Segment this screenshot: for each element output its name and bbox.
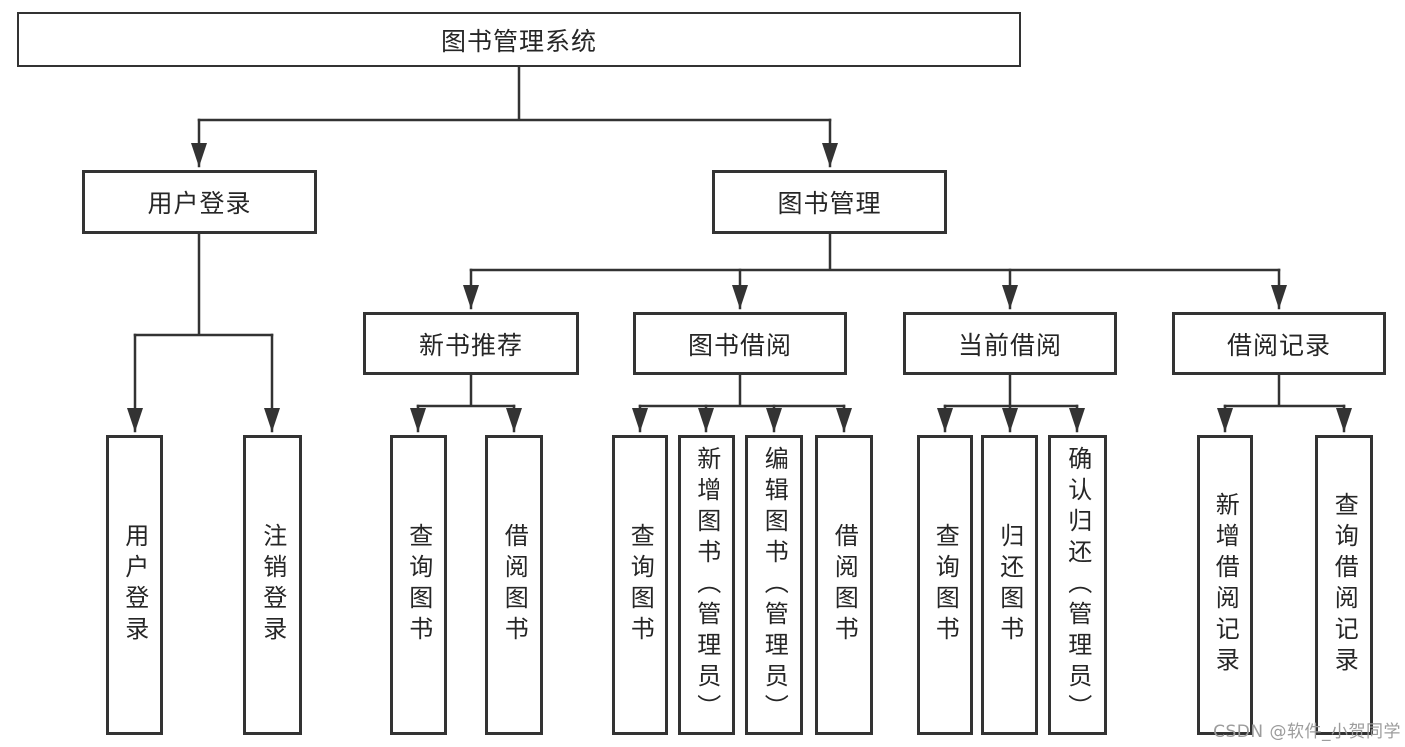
node-leaf-borrow-books-1: 借阅图书	[485, 435, 543, 735]
node-label: 查询图书	[626, 523, 655, 647]
node-leaf-return-books: 归还图书	[981, 435, 1038, 735]
node-leaf-user-login: 用户登录	[106, 435, 163, 735]
node-label: 查询图书	[404, 523, 433, 647]
node-label: 新书推荐	[418, 330, 523, 360]
node-leaf-query-books-3: 查询图书	[917, 435, 973, 735]
node-leaf-confirm-return-admin: 确认归还（管理员）	[1048, 435, 1107, 735]
edge-trunks	[133, 65, 1346, 408]
node-label: 图书管理系统	[440, 26, 597, 56]
node-label: 注销登录	[258, 523, 287, 647]
node-borrowing-records: 借阅记录	[1172, 312, 1386, 375]
node-leaf-query-books-1: 查询图书	[390, 435, 447, 735]
node-label: 编辑图书（管理员）	[760, 445, 789, 725]
node-label: 查询图书	[931, 523, 960, 647]
watermark: CSDN @软件_小贺同学	[1213, 722, 1401, 742]
node-label: 当前借阅	[957, 330, 1062, 360]
node-library-management-system: 图书管理系统	[17, 12, 1021, 67]
edge-arrows-level2	[191, 118, 838, 168]
node-new-book-recommend: 新书推荐	[363, 312, 579, 375]
node-label: 查询借阅记录	[1330, 492, 1359, 678]
node-leaf-add-borrow-record: 新增借阅记录	[1197, 435, 1253, 735]
node-label: 图书借阅	[687, 330, 792, 360]
node-label: 借阅图书	[500, 523, 529, 647]
node-leaf-borrow-books-2: 借阅图书	[815, 435, 873, 735]
node-book-borrowing: 图书借阅	[633, 312, 847, 375]
node-leaf-query-books-2: 查询图书	[612, 435, 668, 735]
node-current-borrowing: 当前借阅	[903, 312, 1117, 375]
node-label: 用户登录	[147, 189, 252, 218]
node-label: 新增借阅记录	[1211, 492, 1240, 678]
node-label: 借阅图书	[830, 523, 859, 647]
edge-arrows-level3	[463, 268, 1287, 310]
node-user-login: 用户登录	[82, 170, 317, 234]
node-label: 借阅记录	[1226, 330, 1331, 360]
node-leaf-query-borrow-record: 查询借阅记录	[1315, 435, 1373, 735]
node-leaf-logout: 注销登录	[243, 435, 302, 735]
edge-arrows-leaves	[127, 333, 1352, 433]
node-leaf-edit-book-admin: 编辑图书（管理员）	[745, 435, 803, 735]
node-label: 用户登录	[120, 523, 149, 647]
node-label: 归还图书	[995, 523, 1024, 647]
node-label: 确认归还（管理员）	[1063, 445, 1092, 725]
node-label: 图书管理	[777, 189, 882, 218]
node-label: 新增图书（管理员）	[692, 445, 721, 725]
node-leaf-add-book-admin: 新增图书（管理员）	[678, 435, 735, 735]
node-book-management: 图书管理	[712, 170, 947, 234]
